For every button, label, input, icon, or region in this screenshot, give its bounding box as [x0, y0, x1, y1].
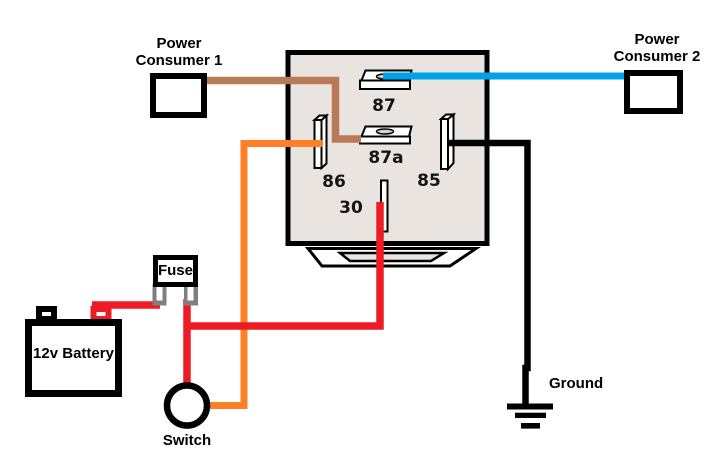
fuse-prongs: [152, 283, 198, 306]
fuse-box: [153, 255, 198, 287]
ground-bar-3: [521, 423, 540, 429]
battery-box: [25, 319, 122, 397]
switch-label: Switch: [162, 432, 212, 449]
relay-pin-86-label: 86: [322, 172, 346, 192]
power-consumer-1-label: Power Consumer 1: [119, 35, 239, 69]
relay-pin-87a-label: 87a: [368, 148, 404, 168]
power-consumer-1-label-line2: Consumer 1: [135, 52, 223, 69]
switch-circle: [163, 382, 211, 429]
wire-brown-consumer1-to-87a: [207, 76, 361, 143]
fuse-label: Fuse: [157, 262, 193, 279]
ground-symbol: [507, 403, 553, 429]
power-consumer-2-label: Power Consumer 2: [597, 31, 717, 65]
battery-label: 12v Battery: [33, 345, 114, 362]
power-consumer-2-label-line1: Power: [634, 31, 680, 48]
pin-87a-slot: [375, 128, 395, 135]
pin-87a-front-face: [359, 135, 411, 145]
wire-orange-86-to-switch: [209, 140, 323, 409]
pin-85-front-face: [440, 118, 449, 170]
relay-pin-87a-terminal: [359, 125, 413, 145]
power-consumer-2-label-line2: Consumer 2: [613, 48, 701, 65]
pin-87-front-face: [359, 79, 411, 90]
relay-pin-85-label: 85: [417, 171, 441, 191]
fuse-prong-left-slot: [156, 286, 163, 301]
relay-pin-87-label: 87: [372, 96, 396, 116]
ground-label: Ground: [549, 375, 604, 392]
relay-socket-inner: [336, 251, 449, 263]
ground-bar-1: [507, 403, 553, 410]
fuse-prong-right-slot: [187, 286, 194, 301]
power-consumer-2-box: [624, 70, 683, 114]
wire-red-fuse-to-30: [187, 202, 384, 330]
battery-terminal-negative: [36, 306, 57, 322]
relay-pin-30-label: 30: [339, 198, 363, 218]
power-consumer-1-box: [150, 73, 207, 118]
ground-bar-2: [515, 412, 546, 418]
wire-black-85-to-ground: [449, 139, 531, 405]
power-consumer-1-label-line1: Power: [156, 35, 202, 52]
battery-terminal-positive: [90, 306, 112, 322]
